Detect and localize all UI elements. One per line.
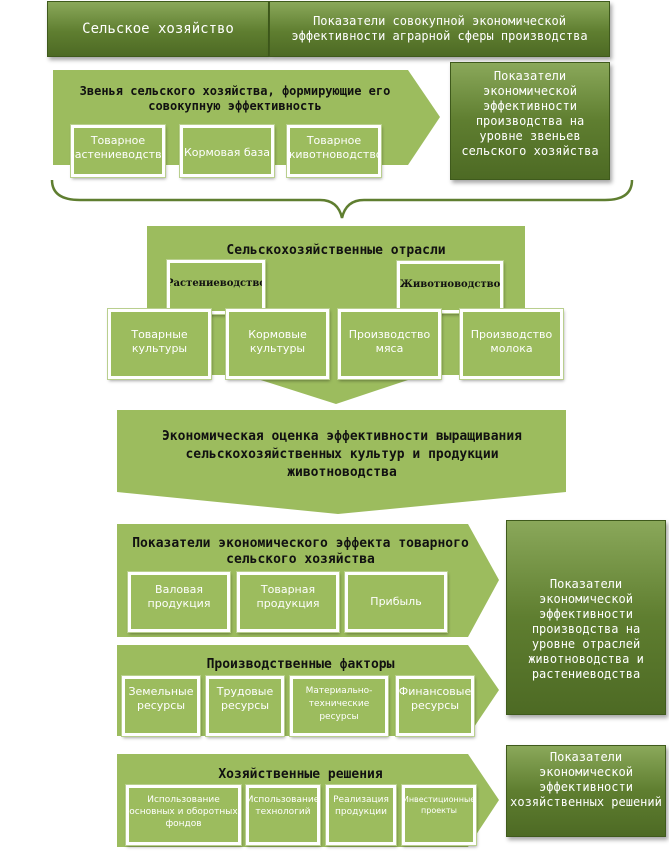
header-right-box: Показатели совокупной экономической эффе… [269, 1, 610, 57]
header-left-label: Сельское хозяйство [82, 21, 234, 37]
curly-brace [50, 179, 634, 219]
block2-item: Производство молока [459, 308, 564, 380]
block2-item-label: Товарные культуры [131, 328, 188, 355]
group-box-animal: Животноводство [396, 260, 504, 314]
block4-item-label: Товарная продукция [256, 583, 320, 610]
block1-title: Звенья сельского хозяйства, формирующие … [79, 84, 391, 113]
block4-item-label: Валовая продукция [147, 583, 211, 610]
block1-item-label: Товарное растениеводство [71, 134, 165, 161]
block5-item: Земельные ресурсы [121, 675, 201, 737]
block3-title: Экономическая оценка эффективности выращ… [161, 429, 523, 480]
block6-item-label: Использование технологий [246, 795, 320, 817]
block2-item: Производство мяса [337, 308, 442, 380]
block4-title: Показатели экономического эффекта товарн… [132, 536, 469, 567]
block2-item: Товарные культуры [107, 308, 212, 380]
block6-title: Хозяйственные решения [218, 767, 383, 782]
block5-item: Трудовые ресурсы [205, 675, 285, 737]
group-box-plant: Растениеводство [166, 259, 266, 315]
block6-item: Использование основных и оборотных фондо… [125, 784, 242, 846]
block1-item: Товарное животноводство [286, 124, 382, 178]
block5-item: Материально-технические ресурсы [289, 675, 389, 737]
block2-item: Кормовые культуры [225, 308, 330, 380]
block5-item-label: Земельные ресурсы [128, 685, 194, 712]
block6-item: Использование технологий [245, 784, 321, 846]
block6-item-label: Инвестиционные проекты [402, 795, 476, 815]
block1-item-label: Кормовая база [183, 146, 270, 159]
block2-title: Сельскохозяйственные отрасли [226, 243, 446, 258]
group-label-plant: Растениеводство [167, 278, 265, 289]
block2-item-label: Производство мяса [348, 328, 431, 355]
side-box-3-label: Показатели экономической эффективности х… [510, 750, 662, 809]
side-box-2: Показатели экономической эффективности п… [506, 520, 666, 715]
block1-item: Кормовая база [179, 124, 275, 178]
block2-item-label: Производство молока [470, 328, 553, 355]
block5-item-label: Материально-технические ресурсы [305, 686, 373, 722]
block4-item-label: Прибыль [370, 595, 422, 608]
block1-item: Товарное растениеводство [70, 124, 166, 178]
side-box-3: Показатели экономической эффективности х… [506, 745, 666, 837]
side-box-2-label: Показатели экономической эффективности п… [528, 577, 644, 681]
group-label-animal: Животноводство [399, 279, 501, 290]
block4-item: Прибыль [344, 571, 448, 633]
side-box-1: Показатели экономической эффективности п… [450, 62, 610, 180]
header-left-box: Сельское хозяйство [47, 1, 269, 57]
block1-item-label: Товарное животноводство [287, 134, 381, 161]
block5-title: Производственные факторы [206, 657, 395, 672]
block5-item-label: Трудовые ресурсы [216, 685, 274, 712]
block2-item-label: Кормовые культуры [248, 328, 307, 355]
block6-item-label: Использование основных и оборотных фондо… [129, 795, 238, 829]
block6-item: Реализация продукции [325, 784, 397, 846]
block3-arrow [117, 410, 566, 514]
block6-item-label: Реализация продукции [333, 795, 389, 817]
block4-item: Валовая продукция [127, 571, 231, 633]
block4-item: Товарная продукция [236, 571, 340, 633]
side-box-1-label: Показатели экономической эффективности п… [461, 69, 599, 158]
header-right-label: Показатели совокупной экономической эффе… [291, 14, 588, 43]
block5-item-label: Финансовые ресурсы [398, 685, 472, 712]
block5-item: Финансовые ресурсы [395, 675, 475, 737]
block6-item: Инвестиционные проекты [401, 784, 477, 846]
